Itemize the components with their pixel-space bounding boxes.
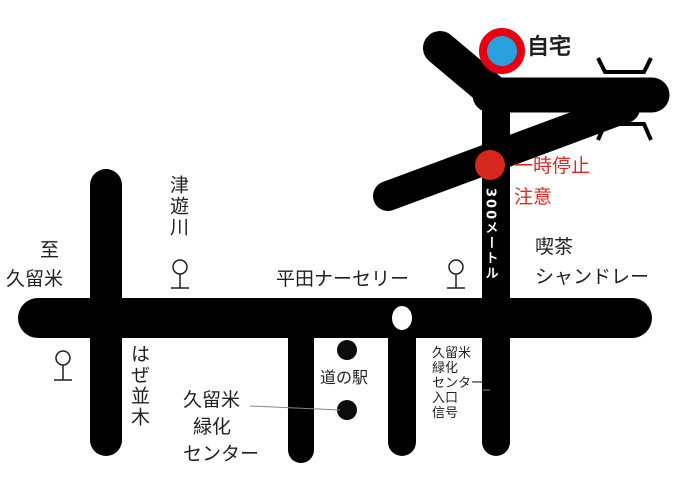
- entrance-signal-line: 緑化: [432, 361, 459, 376]
- road-lower-diagonal: [373, 93, 640, 211]
- green-center-label-2: 緑化: [193, 416, 232, 438]
- michi-no-eki-marker: [337, 340, 357, 360]
- nursery-label: 平田ナーセリー: [276, 268, 410, 290]
- to-kurume-line1: 至: [40, 239, 60, 261]
- stop-point-icon: [475, 150, 505, 180]
- bus-stop-icon: [447, 259, 465, 289]
- bus-stop-icon: [54, 350, 72, 381]
- cafe-label-line2: シャンドレー: [535, 266, 650, 288]
- michi-no-eki-label: 道の駅: [320, 368, 369, 387]
- tsuyukawa-label: 津遊川: [167, 175, 189, 238]
- leader-line: [249, 405, 341, 411]
- home-label: 自宅: [527, 35, 572, 60]
- entrance-signal-line: 信号: [432, 406, 459, 421]
- green-center-marker: [337, 400, 357, 420]
- entrance-signal-line: センター: [432, 376, 485, 391]
- bus-stop-icon: [171, 259, 189, 289]
- bridge-icon: [596, 57, 653, 141]
- green-center-label-1: 久留米: [183, 389, 241, 411]
- road-upper-diagonal: [423, 31, 513, 112]
- home-marker-icon[interactable]: [479, 28, 525, 74]
- cafe-label-line1: 喫茶: [535, 236, 574, 258]
- to-kurume-line2: 久留米: [6, 268, 64, 290]
- entrance-signal-label: 久留米 緑化 センター 入口 信号: [432, 346, 484, 421]
- entrance-signal-line: 入口: [432, 391, 459, 406]
- traffic-signal-icon: [392, 306, 412, 330]
- distance-label: 300メートル: [483, 188, 499, 281]
- haze-namiki-label: はぜ並木: [128, 344, 150, 428]
- entrance-signal-line: 久留米: [432, 346, 472, 361]
- stop-warning-line1: 一時停止: [514, 155, 591, 177]
- stop-warning-line2: 注意: [514, 186, 553, 208]
- green-center-label-3: センター: [183, 443, 260, 465]
